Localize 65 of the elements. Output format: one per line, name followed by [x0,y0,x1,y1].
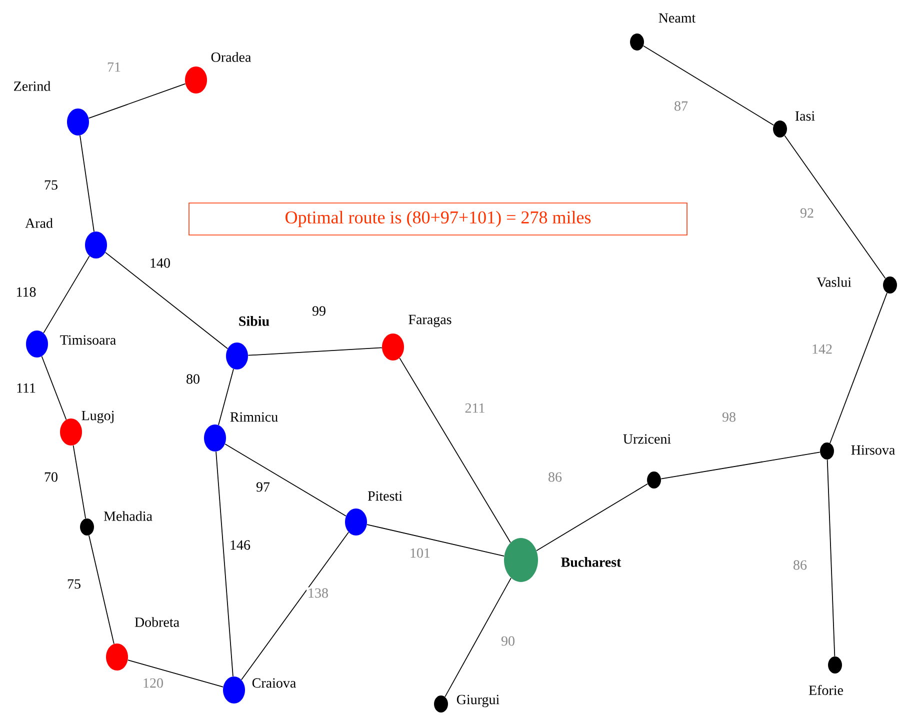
road-line [41,356,67,420]
city-name: Urziceni [623,434,671,444]
distance-label: 80 [185,373,201,385]
city-name: Mehadia [104,511,152,521]
city-name: Oradea [211,52,252,62]
distance-label: 140 [148,257,172,269]
road-line [88,83,186,119]
road-line [642,45,774,126]
road-line [536,483,648,552]
distance-label: 118 [14,286,38,298]
road-line [784,135,886,279]
road-line [88,534,114,644]
city-name: Sibiu [239,316,270,326]
city-name: Eforie [808,685,843,695]
distance-label: 75 [66,578,82,590]
distance-label: 138 [306,587,330,599]
road-line [826,459,836,657]
city-name: Giurgui [456,694,500,708]
distance-label: 111 [15,382,37,394]
distance-label: 142 [810,343,834,355]
city-name: Dobreta [134,617,180,627]
distance-label: 211 [464,402,486,414]
distance-label: 86 [547,471,563,483]
road-line [248,347,382,356]
city-name: Faragas [408,314,452,328]
distance-label: 75 [43,179,59,191]
road-line [366,524,505,557]
road-line [399,358,511,543]
road-line [127,660,224,688]
road-line [43,256,90,334]
distance-label: 92 [799,207,815,219]
city-name: Zerind [14,81,50,91]
distance-label: 86 [792,559,808,571]
road-line [660,452,820,480]
distance-label: 146 [228,539,252,551]
distance-label: 90 [500,635,516,647]
city-name: Pitesti [368,491,402,501]
road-line [72,444,86,519]
distance-label: 101 [408,547,432,559]
city-name: Hirsova [851,445,895,455]
road-line [830,292,888,444]
road-line [224,444,346,516]
route-note: Optimal route is (80+97+101) = 278 miles [188,202,688,236]
distance-label: 87 [673,100,689,112]
city-name: Neamt [658,13,696,23]
distance-label: 120 [142,677,164,689]
distance-label: 98 [721,411,737,423]
distance-label: 71 [106,61,122,73]
city-name: Iasi [795,111,815,121]
city-name: Craiova [252,678,296,688]
road-line [241,532,350,680]
city-name: Bucharest [561,557,622,567]
distance-label: 99 [311,305,327,317]
city-name: Lugoj [82,410,114,424]
distance-label: 97 [255,481,271,493]
city-name: Vaslui [816,277,852,287]
city-name: Timisoara [60,335,116,345]
road-line [216,451,234,677]
distance-label: 70 [43,471,59,483]
city-name: Rimnicu [230,412,278,422]
road-line [80,135,94,232]
road-line [444,578,512,698]
road-line [218,368,234,426]
road-line [104,252,228,350]
city-name: Arad [25,218,53,228]
